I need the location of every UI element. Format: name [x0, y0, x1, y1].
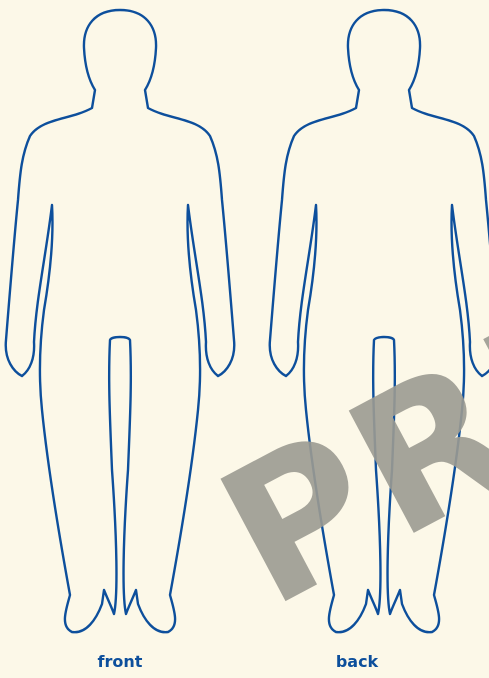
front-caption: front — [60, 652, 180, 671]
back-body-outline — [270, 10, 489, 632]
front-body-outline — [6, 10, 235, 632]
back-caption: back — [297, 652, 417, 671]
